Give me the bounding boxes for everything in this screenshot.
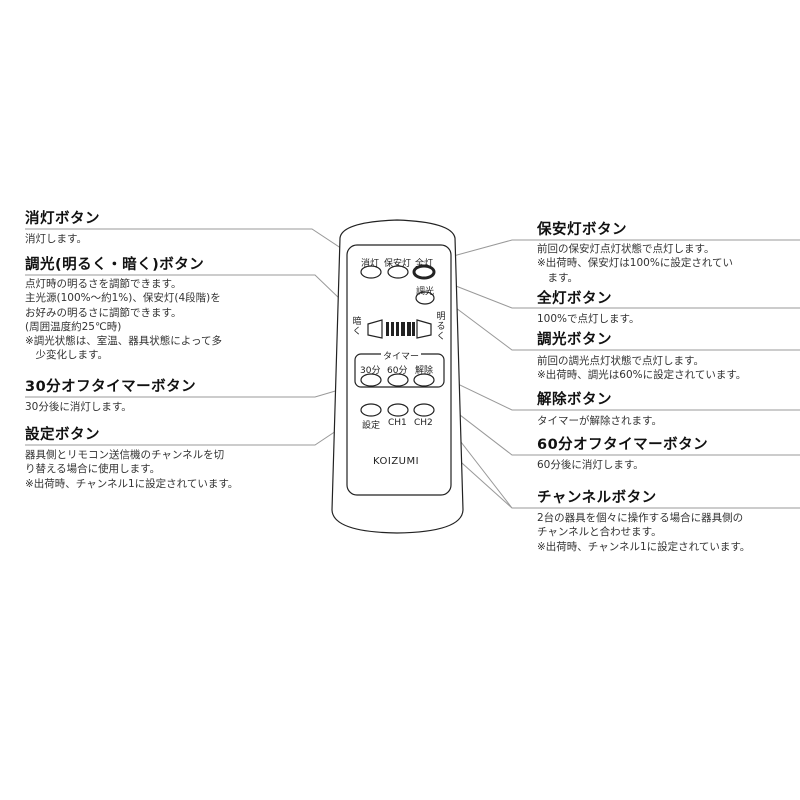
dimmer-button <box>415 291 435 305</box>
timer30-title: 30分オフタイマーボタン <box>25 379 197 395</box>
timer60-desc: 60分後に消灯します。 <box>537 459 644 471</box>
setting-label: 設定 <box>362 421 381 431</box>
dark-button <box>367 319 383 339</box>
dimmer-updown-desc: 点灯時の明るさを調節できます。 主光源(100%〜約1%)、保安灯(4段階)を … <box>25 278 222 362</box>
full-label: 全灯 <box>415 259 434 269</box>
ch2-label: CH2 <box>414 418 433 428</box>
timer-group-label: タイマー <box>381 349 422 362</box>
level-indicator <box>386 322 415 336</box>
cancel-title: 解除ボタン <box>537 392 612 408</box>
cancel-desc: タイマーが解除されます。 <box>537 415 662 427</box>
timer30-button <box>360 373 382 387</box>
setting-title: 設定ボタン <box>25 427 100 443</box>
ch2-button <box>413 403 435 417</box>
night-light-title: 保安灯ボタン <box>537 222 627 238</box>
timer60-title: 60分オフタイマーボタン <box>537 437 709 453</box>
channel-title: チャンネルボタン <box>537 490 657 506</box>
off-desc: 消灯します。 <box>25 233 87 245</box>
leader-cancel <box>436 373 800 411</box>
setting-button <box>360 403 382 417</box>
timer30-label: 30分 <box>360 366 381 376</box>
cancel-label: 解除 <box>415 366 434 376</box>
leader-dimmer <box>439 295 800 351</box>
cancel-button <box>413 373 435 387</box>
dimmer-updown-title: 調光(明るく・暗く)ボタン <box>25 257 205 273</box>
setting-desc: 器具側とリモコン送信機のチャンネルを切 り替える場合に使用します。 ※出荷時、チ… <box>25 449 239 490</box>
bright-button <box>416 319 432 339</box>
dimmer-desc: 前回の調光点灯状態で点灯します。 ※出荷時、調光は60%に設定されています。 <box>537 355 747 382</box>
dark-label: 暗く <box>352 317 362 337</box>
channel-desc: 2台の器具を個々に操作する場合に器具側の チャンネルと合わせます。 ※出荷時、チ… <box>537 512 751 553</box>
full-desc: 100%で点灯します。 <box>537 313 640 325</box>
full-title: 全灯ボタン <box>537 291 612 307</box>
timer60-label: 60分 <box>387 366 408 376</box>
ch1-button <box>387 403 409 417</box>
off-label: 消灯 <box>361 259 380 269</box>
night-light-button <box>387 265 409 279</box>
timer60-button <box>387 373 409 387</box>
timer30-desc: 30分後に消灯します。 <box>25 401 132 413</box>
dimmer-title: 調光ボタン <box>537 332 612 348</box>
bright-label: 明るく <box>436 312 446 342</box>
off-button <box>360 265 382 279</box>
full-button <box>412 264 436 280</box>
ch1-label: CH1 <box>388 418 407 428</box>
off-title: 消灯ボタン <box>25 211 100 227</box>
leader-full <box>437 278 800 309</box>
night-light-desc: 前回の保安灯点灯状態で点灯します。 ※出荷時、保安灯は100%に設定されてい ま… <box>537 243 734 284</box>
night-light-label: 保安灯 <box>384 259 412 269</box>
brand-logo: KOIZUMI <box>373 456 420 467</box>
dimmer-label: 調光 <box>416 287 435 297</box>
